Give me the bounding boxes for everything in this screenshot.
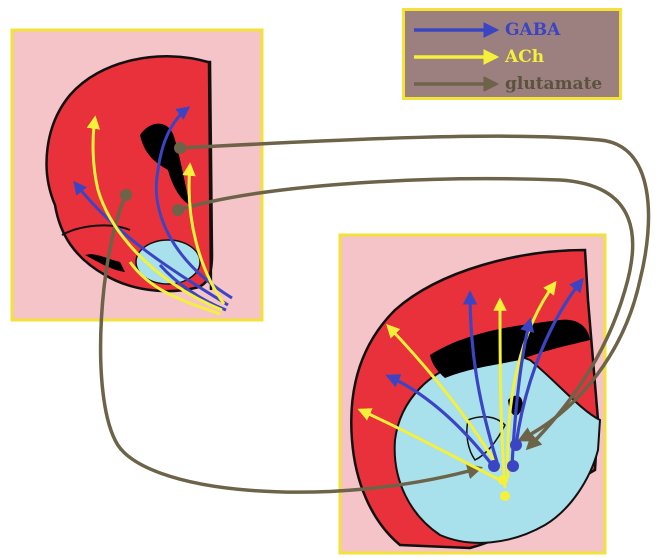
legend-glutamate-label: glutamate — [505, 74, 602, 94]
legend-ach-label: ACh — [505, 47, 544, 67]
legend-arrows-front — [414, 30, 496, 84]
legend-gaba-label: GABA — [505, 20, 560, 40]
